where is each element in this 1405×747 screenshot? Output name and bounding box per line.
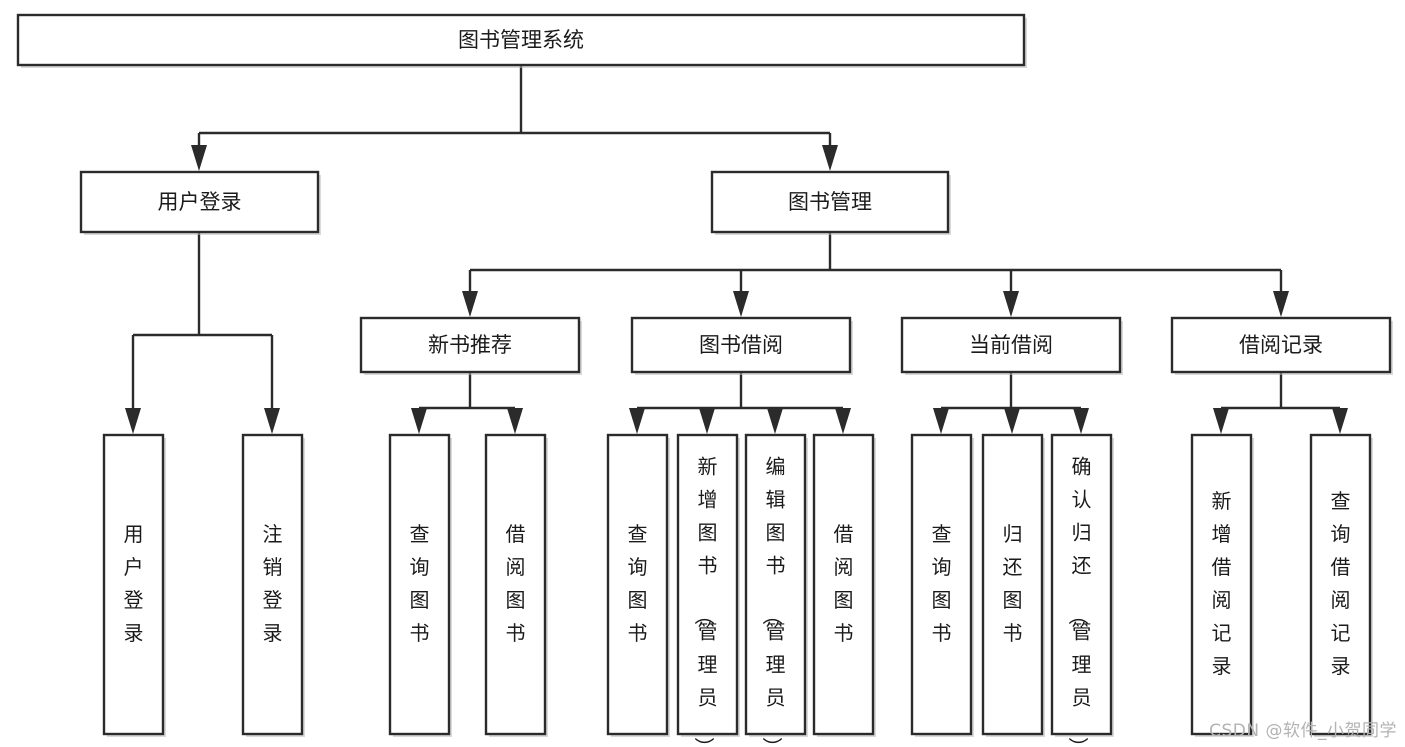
node-leaf-borrow-book-1[interactable]: 借阅图书 (484, 433, 548, 737)
node-border (744, 433, 807, 736)
node-label: 注销登录 (263, 522, 283, 645)
node-label: 图书管理系统 (458, 28, 584, 52)
node-label: 借阅记录 (1239, 333, 1323, 357)
node-border (606, 433, 669, 736)
node-current-borrow[interactable]: 当前借阅 (900, 316, 1123, 375)
node-label: 图书借阅 (699, 333, 783, 357)
node-border (484, 433, 547, 736)
node-leaf-confirm-return[interactable]: 确认归还（管理员） (1050, 433, 1114, 747)
node-leaf-add-borrow-record[interactable]: 新增借阅记录 (1190, 433, 1254, 737)
node-label: 当前借阅 (969, 333, 1053, 357)
node-border (102, 433, 165, 736)
node-border (910, 433, 973, 736)
connector-group (933, 372, 1089, 434)
node-border (1190, 433, 1253, 736)
node-leaf-logout-login[interactable]: 注销登录 (241, 433, 305, 737)
node-border (241, 433, 304, 736)
node-borrow-record[interactable]: 借阅记录 (1170, 316, 1393, 375)
node-label: 确认归还（管理员） (1067, 454, 1092, 747)
node-border (981, 433, 1044, 736)
node-border (1309, 433, 1372, 736)
node-border (388, 433, 451, 736)
connector-group (1213, 372, 1348, 434)
node-leaf-add-book[interactable]: 新增图书（管理员） (676, 433, 740, 747)
connector-group (125, 232, 280, 434)
node-leaf-query-borrow-record[interactable]: 查询借阅记录 (1309, 433, 1373, 737)
node-book-borrow[interactable]: 图书借阅 (630, 316, 853, 375)
node-border (79, 170, 320, 234)
node-label: 新增图书（管理员） (693, 454, 718, 747)
node-label: 查询图书 (410, 522, 430, 645)
node-label: 借阅图书 (834, 522, 854, 645)
node-border (359, 316, 581, 374)
node-label: 查询借阅记录 (1331, 489, 1351, 678)
node-leaf-user-login[interactable]: 用户登录 (102, 433, 166, 737)
node-leaf-query-book-1[interactable]: 查询图书 (388, 433, 452, 737)
node-label: 归还图书 (1003, 522, 1023, 645)
node-label: 编辑图书（管理员） (761, 454, 786, 747)
connector-group (191, 65, 838, 171)
node-leaf-query-book-2[interactable]: 查询图书 (606, 433, 670, 737)
node-user-login[interactable]: 用户登录 (79, 170, 321, 235)
node-label: 新书推荐 (428, 333, 512, 357)
node-border (710, 170, 950, 234)
node-border (1170, 316, 1392, 374)
connector-layer (125, 65, 1348, 434)
node-root[interactable]: 图书管理系统 (16, 13, 1027, 68)
node-book-manage[interactable]: 图书管理 (710, 170, 951, 235)
node-leaf-borrow-book-2[interactable]: 借阅图书 (812, 433, 876, 737)
node-border (16, 13, 1026, 67)
node-layer: 图书管理系统用户登录图书管理新书推荐图书借阅当前借阅借阅记录用户登录注销登录查询… (16, 13, 1393, 747)
node-border (630, 316, 852, 374)
connector-group (411, 372, 523, 434)
node-label: 查询图书 (932, 522, 952, 645)
node-label: 用户登录 (158, 190, 242, 214)
node-border (812, 433, 875, 736)
node-label: 用户登录 (124, 522, 144, 645)
node-new-book-recommend[interactable]: 新书推荐 (359, 316, 582, 375)
node-leaf-query-book-3[interactable]: 查询图书 (910, 433, 974, 737)
connector-group (462, 232, 1289, 317)
node-label: 借阅图书 (506, 522, 526, 645)
node-border (676, 433, 739, 736)
node-label: 新增借阅记录 (1212, 489, 1232, 678)
node-border (900, 316, 1122, 374)
node-label: 查询图书 (628, 522, 648, 645)
node-leaf-return-book[interactable]: 归还图书 (981, 433, 1045, 737)
node-leaf-edit-book[interactable]: 编辑图书（管理员） (744, 433, 808, 747)
connector-group (629, 372, 851, 434)
node-border (1050, 433, 1113, 736)
node-label: 图书管理 (788, 190, 872, 214)
